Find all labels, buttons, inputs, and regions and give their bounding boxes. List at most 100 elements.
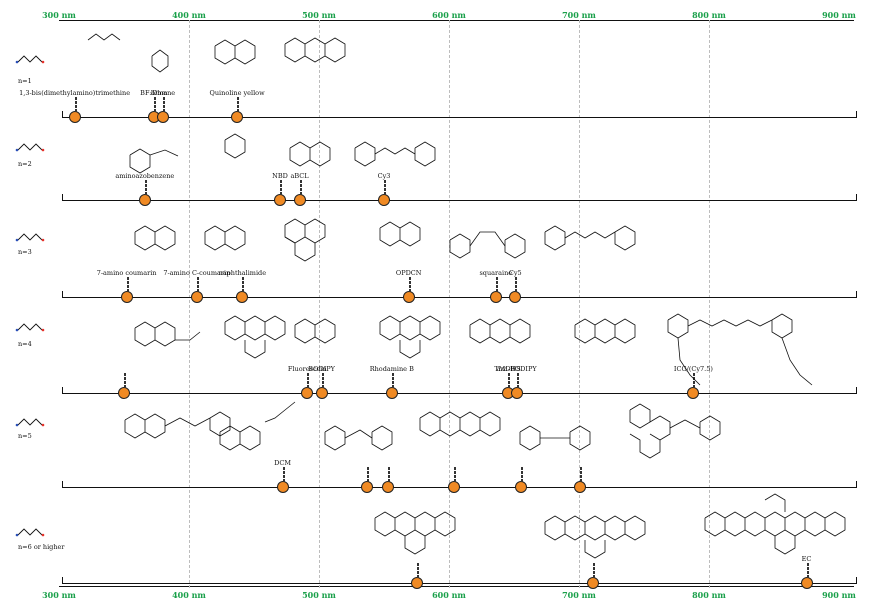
leader-line bbox=[307, 373, 310, 388]
axis-tick-label-top: 700 nm bbox=[562, 10, 596, 20]
dye-name: bimane bbox=[150, 89, 176, 97]
leader-line bbox=[321, 373, 324, 388]
axis-tick-label-bottom: 900 nm bbox=[822, 590, 856, 600]
n-label: n=3 bbox=[18, 248, 32, 256]
dye-name: aBCL bbox=[290, 172, 309, 180]
leader-line bbox=[515, 277, 518, 292]
row-end-tick bbox=[856, 194, 857, 200]
leader-line bbox=[144, 180, 147, 195]
absorption-marker bbox=[381, 481, 394, 493]
n-label: n=6 or higher bbox=[18, 543, 65, 551]
dye-name: squaraine bbox=[479, 269, 513, 277]
absorption-marker bbox=[120, 291, 133, 303]
top-axis-line bbox=[59, 20, 854, 21]
leader-line bbox=[237, 97, 240, 112]
dye-name: Cy5 bbox=[508, 269, 522, 277]
absorption-marker bbox=[231, 111, 244, 123]
row-axis-line bbox=[62, 583, 857, 584]
absorption-marker bbox=[509, 291, 522, 303]
absorption-marker bbox=[157, 111, 169, 123]
leader-line bbox=[507, 373, 510, 388]
leader-line bbox=[391, 373, 394, 388]
absorption-marker bbox=[448, 481, 461, 493]
leader-line bbox=[384, 180, 386, 195]
absorption-marker bbox=[274, 194, 286, 206]
axis-tick-label-bottom: 400 nm bbox=[172, 590, 206, 600]
n-label: n=4 bbox=[18, 340, 32, 348]
leader-line bbox=[242, 277, 245, 292]
leader-line bbox=[416, 563, 419, 578]
dye-name: ICG/(Cy7.5) bbox=[673, 365, 713, 373]
absorption-marker bbox=[514, 481, 527, 493]
row-end-tick bbox=[856, 577, 857, 583]
absorption-marker bbox=[385, 387, 398, 399]
dye-name: 1,3-bis(dimethylamino)trimethine bbox=[19, 89, 131, 97]
leader-line bbox=[282, 467, 285, 482]
dye-name: TMDHS bbox=[494, 365, 521, 373]
absorption-marker bbox=[276, 481, 289, 493]
dye-name: OPDCN bbox=[395, 269, 422, 277]
dye-name: Quinoline yellow bbox=[209, 89, 265, 97]
axis-tick-label-top: 400 nm bbox=[172, 10, 206, 20]
absorption-marker bbox=[138, 194, 151, 206]
row-start-tick bbox=[62, 481, 63, 487]
dye-name: Fluorescein bbox=[287, 365, 327, 373]
absorption-marker bbox=[118, 387, 130, 399]
dye-name: naphthalimide bbox=[218, 269, 267, 277]
leader-line bbox=[163, 97, 165, 112]
row-end-tick bbox=[856, 387, 857, 393]
gridline bbox=[189, 20, 190, 588]
absorption-marker bbox=[190, 291, 203, 303]
axis-tick-label-top: 900 nm bbox=[822, 10, 856, 20]
leader-line bbox=[126, 277, 129, 292]
leader-line bbox=[408, 277, 411, 292]
leader-line bbox=[367, 467, 370, 482]
absorption-marker bbox=[301, 387, 314, 399]
absorption-marker bbox=[361, 481, 374, 493]
gridline bbox=[579, 20, 580, 588]
axis-tick-label-bottom: 500 nm bbox=[302, 590, 336, 600]
dye-name: 7-amino C-coumarin bbox=[163, 269, 231, 277]
row-start-tick bbox=[62, 387, 63, 393]
axis-tick-label-top: 300 nm bbox=[42, 10, 76, 20]
row-axis-line bbox=[62, 117, 857, 118]
n-label: n=1 bbox=[18, 77, 32, 85]
row-start-tick bbox=[62, 111, 63, 117]
gridline bbox=[319, 20, 320, 588]
axis-tick-label-top: 800 nm bbox=[692, 10, 726, 20]
dye-name: DCM bbox=[274, 459, 292, 467]
absorption-marker bbox=[68, 111, 81, 123]
n-label: n=5 bbox=[18, 432, 32, 440]
leader-line bbox=[593, 563, 596, 578]
leader-line bbox=[520, 467, 523, 482]
dye-name: EC bbox=[801, 555, 812, 563]
axis-tick-label-top: 500 nm bbox=[302, 10, 336, 20]
dye-name: aminoazobenzene bbox=[115, 172, 175, 180]
leader-line bbox=[299, 180, 302, 195]
absorption-marker bbox=[236, 291, 249, 303]
absorption-marker bbox=[800, 577, 813, 589]
axis-tick-label-bottom: 700 nm bbox=[562, 590, 596, 600]
row-axis-line bbox=[62, 297, 857, 298]
leader-line bbox=[495, 277, 498, 292]
dye-name: aza-BODIPY bbox=[496, 365, 537, 373]
leader-line bbox=[196, 277, 199, 292]
absorption-marker bbox=[587, 577, 600, 589]
row-axis-line bbox=[62, 200, 857, 201]
leader-line bbox=[516, 373, 519, 388]
dye-name: NBD bbox=[272, 172, 288, 180]
dye-name: BODIPY bbox=[308, 365, 335, 373]
leader-line bbox=[153, 97, 156, 112]
dye-name: Cy3 bbox=[377, 172, 391, 180]
gridline bbox=[449, 20, 450, 588]
axis-tick-label-bottom: 300 nm bbox=[42, 590, 76, 600]
bottom-axis-line bbox=[59, 586, 854, 587]
absorption-marker bbox=[510, 387, 523, 399]
absorption-marker bbox=[489, 291, 502, 303]
row-end-tick bbox=[856, 481, 857, 487]
absorption-marker bbox=[687, 387, 700, 399]
leader-line bbox=[387, 467, 390, 482]
dye-name: 7-amino coumarin bbox=[96, 269, 157, 277]
leader-line bbox=[280, 180, 282, 195]
absorption-marker bbox=[378, 194, 390, 206]
